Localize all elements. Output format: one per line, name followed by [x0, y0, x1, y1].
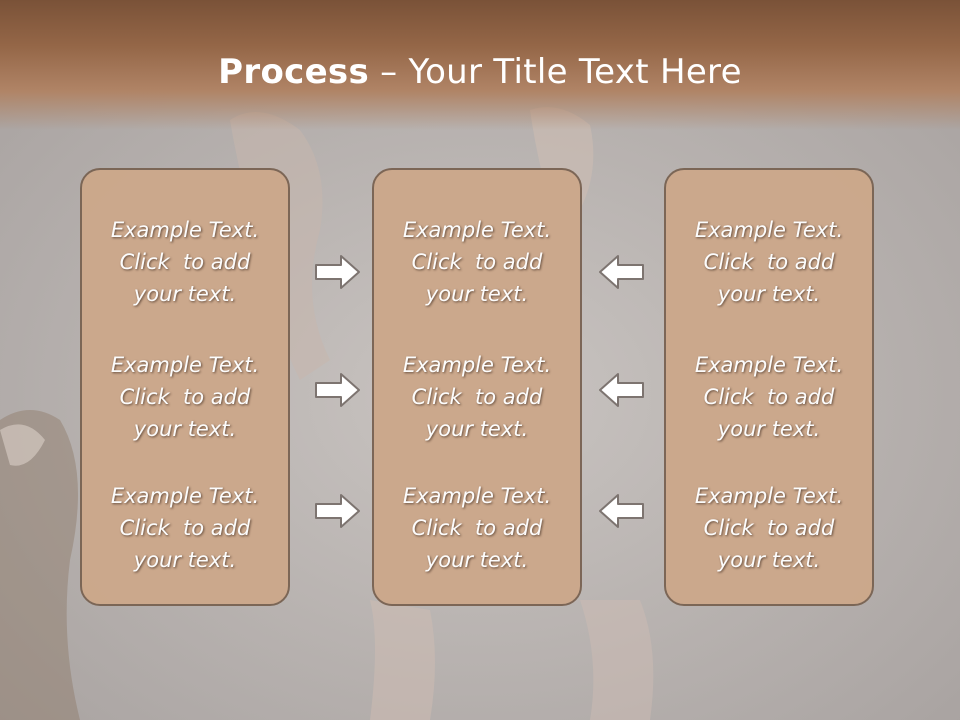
text-line: Example Text.	[402, 353, 552, 377]
left-arrow-icon	[599, 373, 644, 407]
text-item[interactable]: Example Text. Click to add your text.	[374, 214, 580, 310]
text-line: your text.	[133, 548, 237, 572]
text-item[interactable]: Example Text. Click to add your text.	[374, 349, 580, 445]
left-arrow-icon	[599, 494, 644, 528]
process-box-center[interactable]: Example Text. Click to add your text. Ex…	[372, 168, 582, 606]
text-line: your text.	[717, 282, 821, 306]
text-line: your text.	[425, 548, 529, 572]
text-line: Click to add	[119, 250, 251, 274]
text-line: Example Text.	[694, 353, 844, 377]
text-item[interactable]: Example Text. Click to add your text.	[82, 480, 288, 576]
process-box-left[interactable]: Example Text. Click to add your text. Ex…	[80, 168, 290, 606]
process-box-right[interactable]: Example Text. Click to add your text. Ex…	[664, 168, 874, 606]
text-line: your text.	[717, 417, 821, 441]
text-line: Click to add	[703, 385, 835, 409]
text-line: Example Text.	[110, 218, 260, 242]
text-line: Example Text.	[110, 484, 260, 508]
text-item[interactable]: Example Text. Click to add your text.	[82, 214, 288, 310]
text-line: Example Text.	[402, 484, 552, 508]
slide-title[interactable]: Process – Your Title Text Here	[0, 52, 960, 92]
right-arrow-icon	[315, 373, 360, 407]
text-item[interactable]: Example Text. Click to add your text.	[666, 480, 872, 576]
text-line: Click to add	[411, 516, 543, 540]
text-item[interactable]: Example Text. Click to add your text.	[666, 349, 872, 445]
title-bold: Process	[218, 52, 370, 92]
text-line: Example Text.	[110, 353, 260, 377]
text-line: Example Text.	[694, 484, 844, 508]
right-arrow-icon	[315, 255, 360, 289]
text-item[interactable]: Example Text. Click to add your text.	[82, 349, 288, 445]
text-line: your text.	[133, 417, 237, 441]
text-line: Example Text.	[402, 218, 552, 242]
text-line: Click to add	[119, 516, 251, 540]
title-bar	[0, 0, 960, 130]
text-line: Click to add	[411, 250, 543, 274]
right-arrow-icon	[315, 494, 360, 528]
text-line: your text.	[717, 548, 821, 572]
text-line: Click to add	[119, 385, 251, 409]
left-arrow-icon	[599, 255, 644, 289]
text-line: Click to add	[703, 516, 835, 540]
text-item[interactable]: Example Text. Click to add your text.	[666, 214, 872, 310]
text-line: Click to add	[703, 250, 835, 274]
text-line: Click to add	[411, 385, 543, 409]
text-line: your text.	[133, 282, 237, 306]
text-line: your text.	[425, 417, 529, 441]
title-rest: – Your Title Text Here	[369, 52, 742, 92]
text-line: Example Text.	[694, 218, 844, 242]
text-item[interactable]: Example Text. Click to add your text.	[374, 480, 580, 576]
text-line: your text.	[425, 282, 529, 306]
